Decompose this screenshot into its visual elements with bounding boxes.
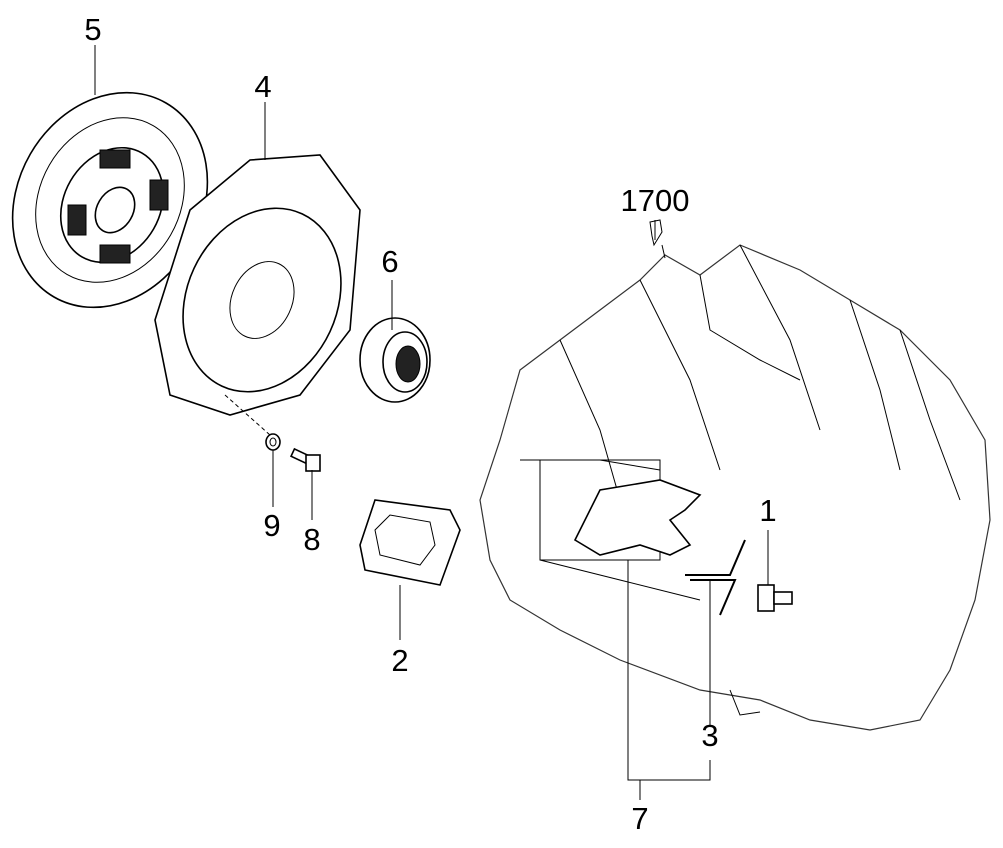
callout-6: 6 — [381, 244, 399, 279]
callout-5: 5 — [84, 12, 102, 47]
boot — [359, 499, 461, 586]
callout-1: 1 — [759, 493, 777, 528]
clutch-disc — [11, 91, 209, 309]
callout-3: 3 — [701, 718, 719, 753]
transmission-housing — [479, 244, 991, 731]
callout-7: 7 — [631, 801, 649, 836]
release-bearing — [359, 317, 431, 403]
bolt-1 — [757, 584, 793, 612]
callout-2: 2 — [391, 643, 409, 678]
washer-9 — [265, 433, 281, 451]
pressure-plate — [154, 154, 361, 416]
bolt-8 — [289, 447, 321, 472]
reference-code[interactable]: 1700 — [620, 183, 690, 218]
leader-lines — [94, 45, 769, 800]
release-fork — [573, 479, 702, 556]
reference-marker-icon — [649, 219, 663, 247]
callout-4: 4 — [254, 69, 272, 104]
callout-8: 8 — [303, 522, 321, 557]
clip — [685, 539, 746, 616]
callout-9: 9 — [263, 508, 281, 543]
